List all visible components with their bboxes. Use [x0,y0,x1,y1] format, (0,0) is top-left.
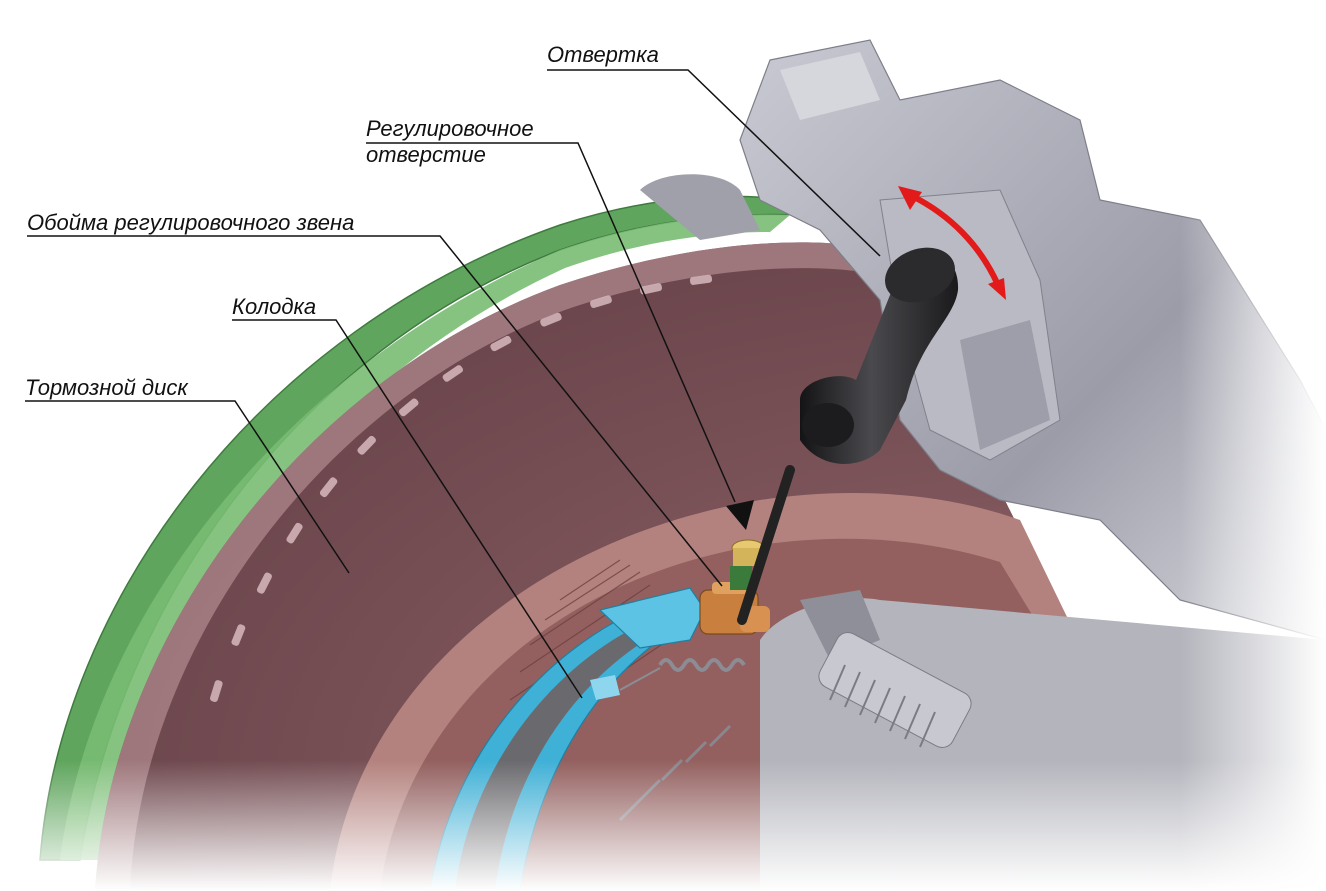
label-brake-disc-text: Тормозной диск [25,375,188,400]
label-adjuster-clip: Обойма регулировочного звена [27,210,354,236]
stud-threads [829,664,936,748]
rotor-vent-slots [209,274,713,702]
label-screwdriver-text: Отвертка [547,42,659,67]
label-adjust-hole: Регулировочное отверстие [366,116,534,168]
screwdriver-tool [737,247,959,625]
label-brake-shoe-text: Колодка [232,294,317,319]
hole-arrowhead [726,500,754,530]
label-brake-shoe: Колодка [232,294,316,320]
return-spring [619,658,746,691]
leader-lines [25,69,881,699]
label-adjust-hole-line1: Регулировочное [366,116,534,141]
label-adjuster-clip-text: Обойма регулировочного звена [27,210,355,235]
label-brake-disc: Тормозной диск [25,375,188,401]
label-adjust-hole-line2: отверстие [366,142,486,167]
rotation-arrow-icon [898,186,1006,300]
label-screwdriver: Отвертка [547,42,659,68]
